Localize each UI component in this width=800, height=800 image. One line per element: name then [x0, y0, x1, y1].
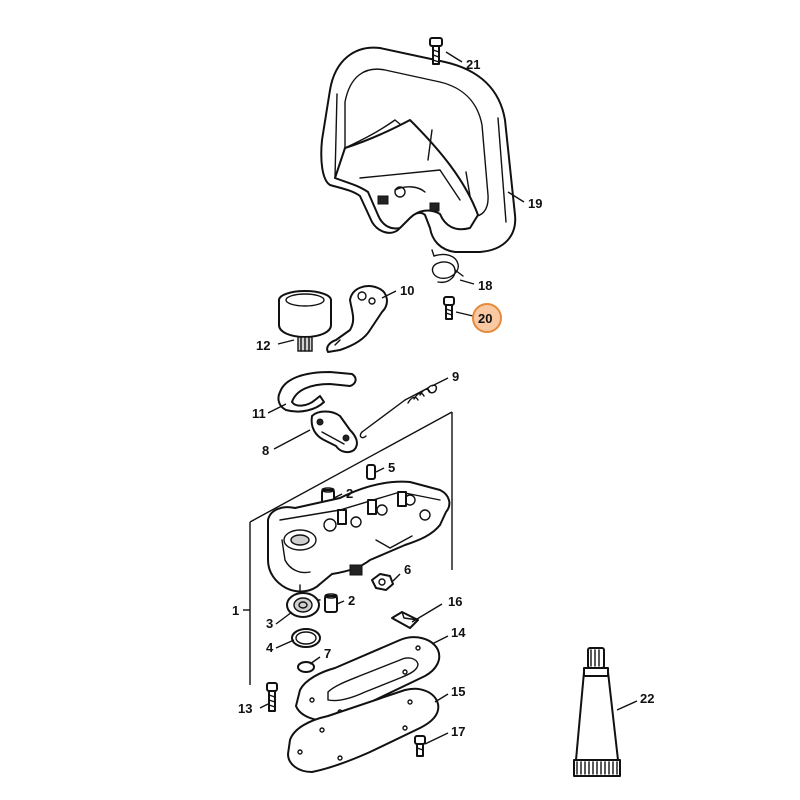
callout-10: 11 — [252, 406, 266, 421]
callout-2-lower: 2 — [348, 593, 355, 608]
callout-3: 3 — [266, 616, 273, 631]
callout-16: 16 — [448, 594, 462, 609]
leader-lines — [243, 51, 638, 745]
callout-20: 20 — [478, 311, 492, 326]
part-screw-17[interactable] — [414, 735, 426, 757]
callout-labels: 21 19 18 20 10 12 9 11 8 5 2 6 2 1 3 16 … — [232, 57, 654, 739]
part-bracket-8[interactable] — [310, 410, 358, 454]
part-gearbox-housing-1[interactable] — [267, 480, 451, 601]
part-pin-5[interactable] — [366, 464, 376, 480]
callout-13: 13 — [238, 701, 252, 716]
part-nut-6[interactable] — [371, 573, 394, 591]
group-bracket-1 — [249, 411, 453, 685]
callout-6: 6 — [404, 562, 411, 577]
part-bearing-3[interactable] — [286, 592, 320, 618]
callout-2-upper: 2 — [346, 486, 353, 501]
callout-22: 22 — [640, 691, 654, 706]
part-ring-4[interactable] — [291, 628, 321, 648]
callout-7: 7 — [324, 646, 331, 661]
callout-15: 15 — [451, 684, 465, 699]
callout-8: 8 — [262, 443, 269, 458]
part-key-16[interactable] — [391, 611, 419, 629]
callout-5: 5 — [388, 460, 395, 475]
part-screw-21[interactable] — [429, 37, 443, 65]
callout-19: 18 — [478, 278, 492, 293]
part-screw-13[interactable] — [266, 682, 278, 712]
callout-20-highlight[interactable]: 20 — [472, 303, 502, 333]
callout-18: 19 — [528, 196, 542, 211]
callout-12: 12 — [256, 338, 270, 353]
callout-21: 21 — [466, 57, 480, 72]
part-spring-9[interactable] — [359, 384, 438, 439]
part-bushing-2-lower[interactable] — [324, 593, 338, 613]
part-cover-15[interactable] — [287, 687, 440, 773]
callout-4: 4 — [266, 640, 274, 655]
part-drum-12[interactable] — [278, 290, 332, 352]
callout-11: 10 — [400, 283, 414, 298]
part-spring-19[interactable] — [431, 249, 464, 284]
part-lever-11[interactable] — [326, 285, 388, 353]
callout-9: 9 — [452, 369, 459, 384]
part-band-10[interactable] — [277, 371, 357, 413]
part-handle[interactable] — [320, 46, 517, 253]
callout-17: 17 — [451, 724, 465, 739]
callout-14: 14 — [451, 625, 466, 640]
part-screw-20[interactable] — [443, 296, 455, 320]
part-grease-tube-22[interactable] — [573, 647, 621, 777]
part-ring-7[interactable] — [297, 661, 315, 673]
callout-1: 1 — [232, 603, 239, 618]
